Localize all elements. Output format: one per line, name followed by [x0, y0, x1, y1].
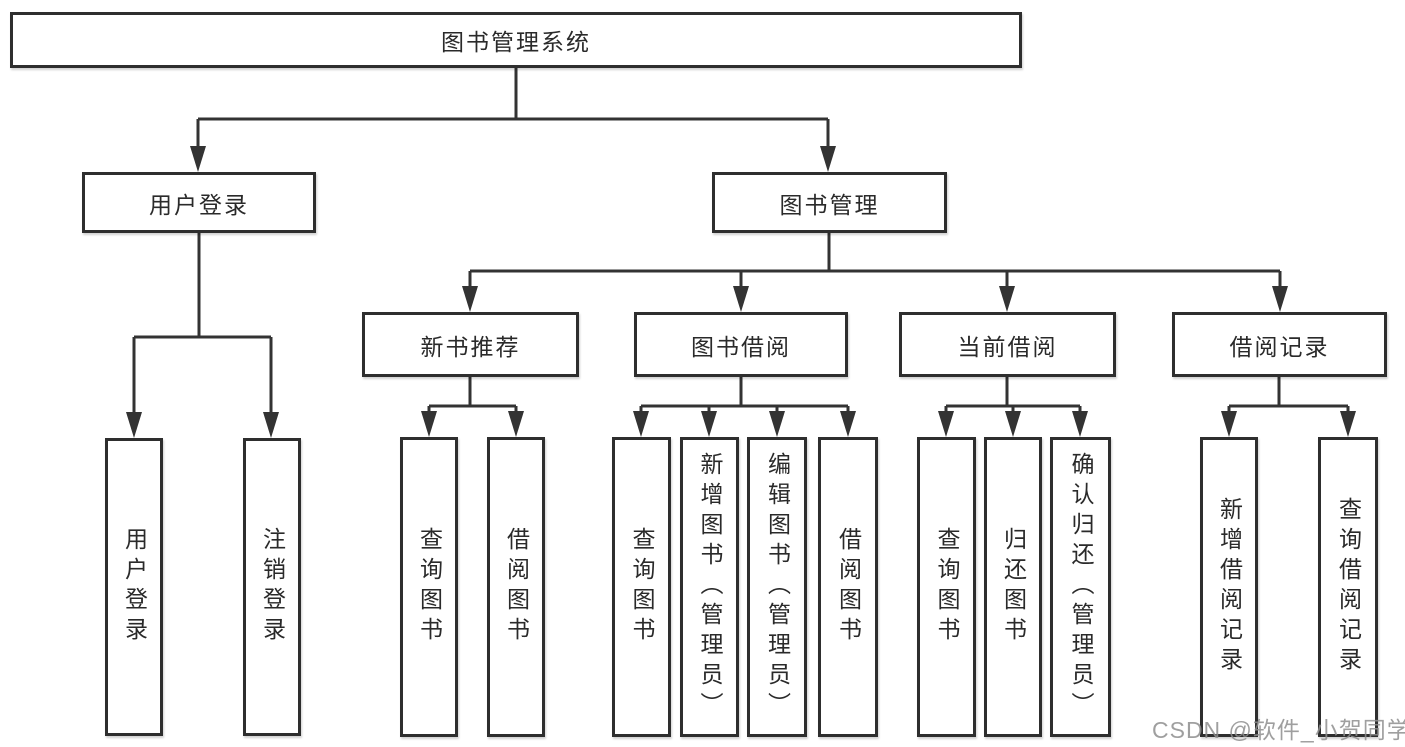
node-new-book-recommend: 新书推荐 — [362, 312, 579, 377]
leaf-bb-add-books: 新增图书（管理员） — [680, 437, 739, 737]
leaf-bb-query-books-label: 查询图书 — [629, 527, 655, 647]
leaf-bb-add-books-label: 新增图书（管理员） — [697, 452, 723, 722]
leaf-cb-return-books-label: 归还图书 — [1000, 527, 1027, 647]
leaf-user-login-label: 用户登录 — [121, 527, 148, 647]
node-current-borrowing: 当前借阅 — [899, 312, 1116, 377]
leaf-bb-borrow-books: 借阅图书 — [818, 437, 878, 737]
leaf-cb-query-books-label: 查询图书 — [934, 527, 960, 647]
leaf-logout: 注销登录 — [243, 438, 301, 736]
node-book-borrowing: 图书借阅 — [634, 312, 848, 377]
connector-book-management-children — [462, 233, 1288, 312]
node-user-login-label: 用户登录 — [149, 191, 249, 218]
leaf-nb-query-books-label: 查询图书 — [416, 527, 443, 647]
leaf-cb-confirm-return-label: 确认归还（管理员） — [1068, 452, 1094, 722]
connector-borrowing-records-children — [1221, 377, 1356, 437]
leaf-cb-return-books: 归还图书 — [984, 437, 1042, 737]
leaf-nb-borrow-books: 借阅图书 — [487, 437, 545, 737]
leaf-bb-edit-books: 编辑图书（管理员） — [747, 437, 807, 737]
node-book-management-label: 图书管理 — [779, 191, 880, 218]
leaf-logout-label: 注销登录 — [259, 527, 286, 647]
leaf-br-query-record: 查询借阅记录 — [1318, 437, 1378, 737]
leaf-cb-query-books: 查询图书 — [917, 437, 976, 737]
node-borrowing-records: 借阅记录 — [1172, 312, 1387, 377]
node-root-label: 图书管理系统 — [441, 29, 591, 55]
connector-book-borrowing-children — [633, 377, 856, 437]
leaf-user-login: 用户登录 — [105, 438, 163, 736]
leaf-bb-edit-books-label: 编辑图书（管理员） — [764, 452, 791, 722]
node-book-borrowing-label: 图书借阅 — [691, 333, 791, 360]
leaf-nb-query-books: 查询图书 — [400, 437, 458, 737]
node-current-borrowing-label: 当前借阅 — [957, 333, 1058, 360]
connector-root-to-level2 — [190, 68, 836, 172]
node-book-management: 图书管理 — [712, 172, 947, 233]
node-root: 图书管理系统 — [10, 12, 1022, 68]
leaf-bb-query-books: 查询图书 — [612, 437, 671, 737]
leaf-bb-borrow-books-label: 借阅图书 — [835, 527, 862, 647]
leaf-nb-borrow-books-label: 借阅图书 — [503, 527, 530, 647]
leaf-br-query-record-label: 查询借阅记录 — [1335, 497, 1362, 677]
leaf-br-add-record-label: 新增借阅记录 — [1216, 497, 1243, 677]
node-new-book-recommend-label: 新书推荐 — [420, 333, 521, 360]
connector-new-book-recommend-children — [421, 377, 524, 437]
leaf-cb-confirm-return: 确认归还（管理员） — [1050, 437, 1111, 737]
csdn-watermark: CSDN @软件_小贺同学 — [1152, 717, 1405, 743]
connector-current-borrowing-children — [938, 377, 1088, 437]
connector-user-login-children — [126, 233, 279, 438]
node-borrowing-records-label: 借阅记录 — [1229, 333, 1330, 360]
leaf-br-add-record: 新增借阅记录 — [1200, 437, 1258, 737]
node-user-login: 用户登录 — [82, 172, 316, 233]
